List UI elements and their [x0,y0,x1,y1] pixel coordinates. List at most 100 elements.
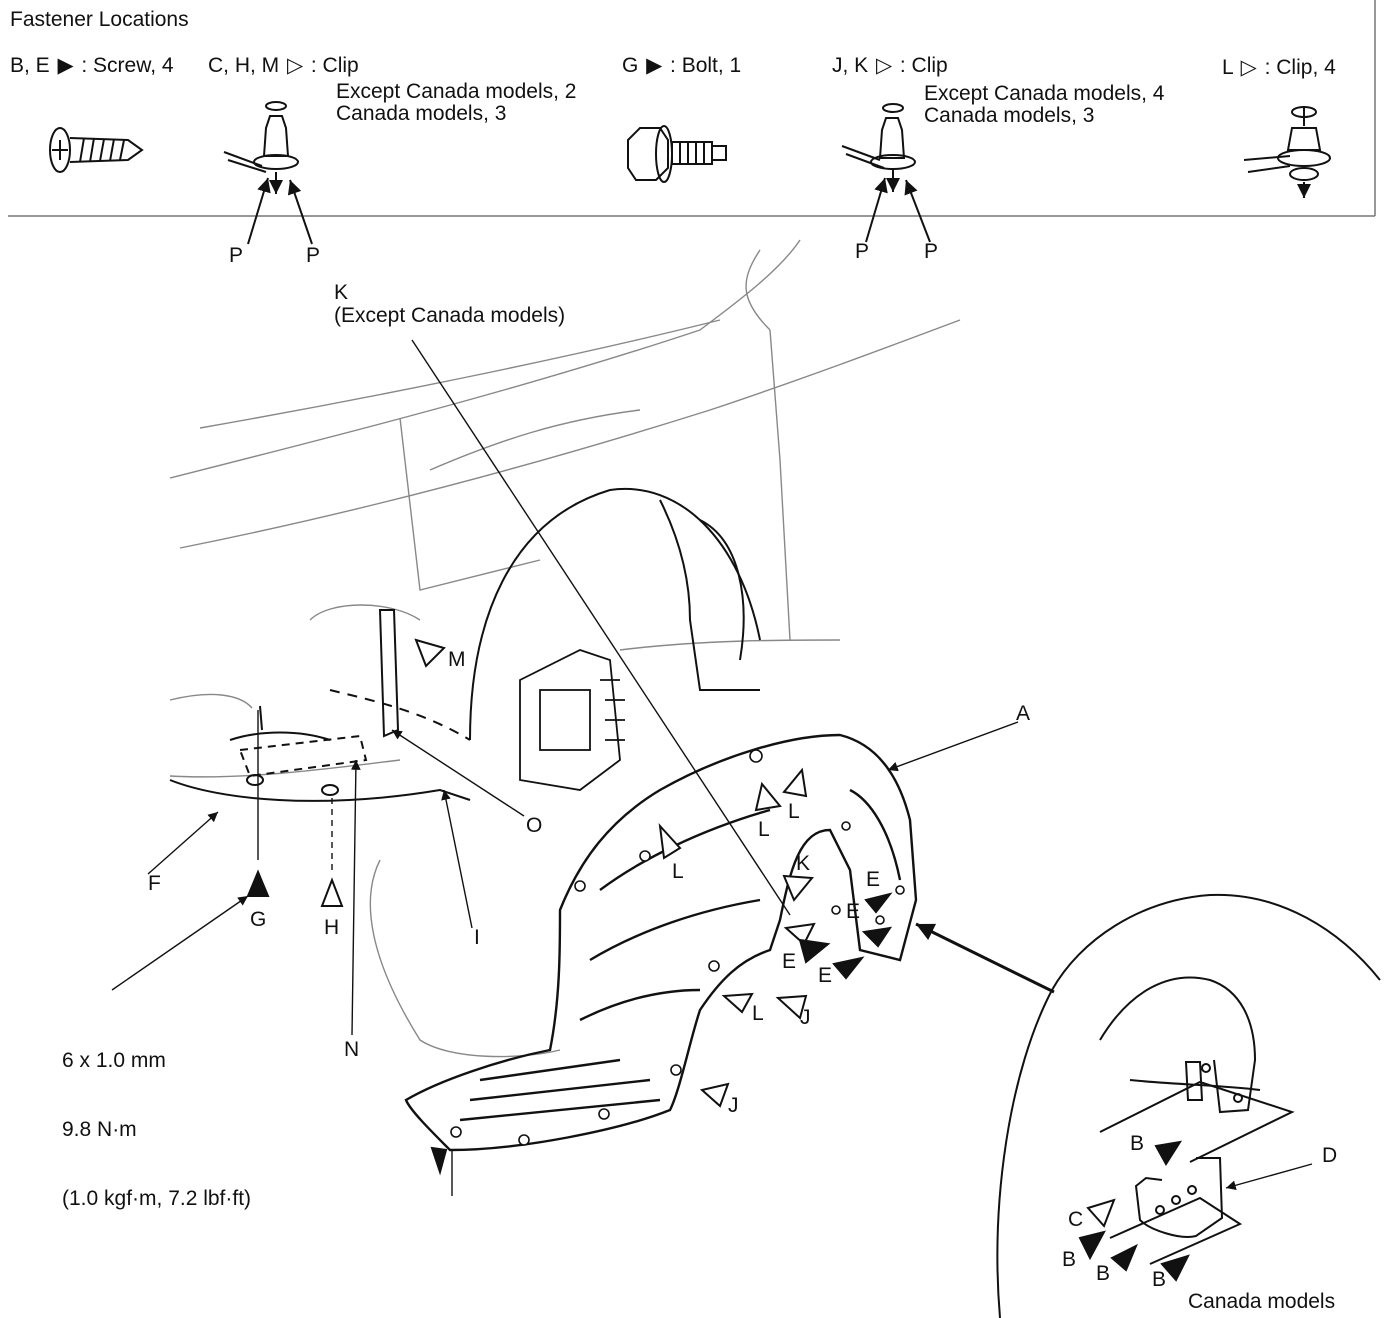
leader-torque [111,895,249,991]
callout-D: D [1322,1144,1338,1167]
pointer-line [865,177,888,243]
screw-icon [49,127,144,173]
screw-marker-B [1078,1230,1106,1261]
splash-shield [169,609,471,802]
fastener-note: Canada models, 3 [924,104,1095,127]
callout-B: B [1062,1248,1077,1271]
screw-marker-liner [430,1146,448,1176]
fastener-ids: J, K [832,54,869,77]
callout-K: K [796,852,811,875]
canada-inset [996,893,1381,1318]
leader-D [1225,1163,1313,1191]
fastener-legend-screw: B, E ▶ : Screw, 4 [10,54,174,78]
clip-marker-C [1086,1198,1116,1228]
callout-B: B [1096,1262,1111,1285]
fastener-markers [246,638,1190,1282]
bolt-icon [627,125,727,183]
screw-marker-B [1154,1140,1183,1166]
screw-marker-E [798,938,831,964]
screw-marker-E [861,926,893,948]
inset-pointer-arrow [915,922,1055,994]
pointer-line [904,179,931,243]
bolt-marker-G [246,869,270,897]
fastener-legend-clip-jk: J, K ▷ : Clip [832,54,948,78]
callout-L: L [788,800,800,823]
clip-marker-J [699,1082,730,1108]
clip-marker-K [783,922,816,946]
leader-O [391,729,525,817]
pointer-line [247,177,271,245]
leader-lines [111,339,1313,1196]
fastener-legend-clip-chm: C, H, M ▷ : Clip [208,54,359,78]
leader-A [887,721,1019,772]
fastener-ids: C, H, M [208,54,280,77]
torque-value: 9.8 N·m [62,1118,137,1141]
pointer-line [287,179,313,245]
fastener-desc: : Clip, 4 [1264,56,1336,79]
clip-marker-M [414,638,446,668]
callout-B: B [1152,1268,1167,1291]
vehicle-body-outline [169,239,961,1058]
torque-size: 6 x 1.0 mm [62,1049,166,1072]
screw-marker-B [1110,1243,1138,1272]
callout-A: A [1016,702,1031,725]
callout-H: H [324,916,340,939]
torque-spec: 6 x 1.0 mm 9.8 N·m (1.0 kgf·m, 7.2 lbf·f… [62,1003,251,1233]
callout-G: G [250,908,267,931]
fastener-ids: L [1222,56,1233,79]
filled-triangle-icon: ▶ [57,54,74,77]
leader-K [411,339,791,916]
screw-marker-E [832,956,865,980]
inset-caption: Canada models [1188,1290,1336,1313]
inner-fender-liner [404,733,918,1152]
callout-J: J [728,1094,739,1117]
callout-L: L [672,860,684,883]
clip-pointer-label: P [924,240,939,263]
fastener-legend-bolt: G ▶ : Bolt, 1 [622,54,741,78]
callout-K-note: K (Except Canada models) [334,281,566,327]
callout-E: E [846,900,861,923]
callout-E: E [866,868,881,891]
clip-icon [841,103,916,192]
fastener-ids: G [622,54,639,77]
clip-pointer-label: P [229,244,244,267]
fastener-desc: : Bolt, 1 [670,54,742,77]
clip-marker-H [320,877,344,907]
liner-holes [450,749,905,1146]
fastener-desc: : Screw, 4 [81,54,174,77]
leader-I [441,789,473,929]
clip-marker-K [782,874,814,902]
fastener-ids: B, E [10,54,50,77]
torque-alt-units: (1.0 kgf·m, 7.2 lbf·ft) [62,1187,252,1210]
callout-L: L [758,818,770,841]
open-triangle-icon: ▷ [286,54,304,77]
clip-marker-L [658,822,682,860]
filled-triangle-icon: ▶ [646,54,663,77]
fastener-desc: : Clip [310,54,359,77]
callout-E: E [818,964,833,987]
callout-J: J [800,1006,811,1029]
callout-O: O [526,814,543,837]
wheel-arch [469,487,761,741]
fastener-note: Except Canada models, 4 [924,82,1165,105]
clip-marker-L [721,992,754,1014]
open-triangle-icon: ▷ [1240,56,1257,79]
brake-caliper [519,649,625,791]
open-triangle-icon: ▷ [875,54,893,77]
leader-N [350,759,361,1036]
callout-M: M [448,648,466,671]
clip-marker-L [782,767,808,798]
page-title: Fastener Locations [10,8,189,31]
clip-marker-J [775,994,808,1020]
callout-B: B [1130,1132,1145,1155]
callout-L: L [752,1002,764,1025]
clip-pointer-label: P [855,240,870,263]
fastener-legend-clip-l: L ▷ : Clip, 4 [1222,56,1336,80]
screw-marker-B [1160,1254,1190,1282]
fastener-desc: : Clip [899,54,948,77]
screw-marker-E [864,892,893,914]
fastener-note: Canada models, 3 [336,102,507,125]
clip-icon [223,101,299,194]
fastener-note: Except Canada models, 2 [336,80,577,103]
